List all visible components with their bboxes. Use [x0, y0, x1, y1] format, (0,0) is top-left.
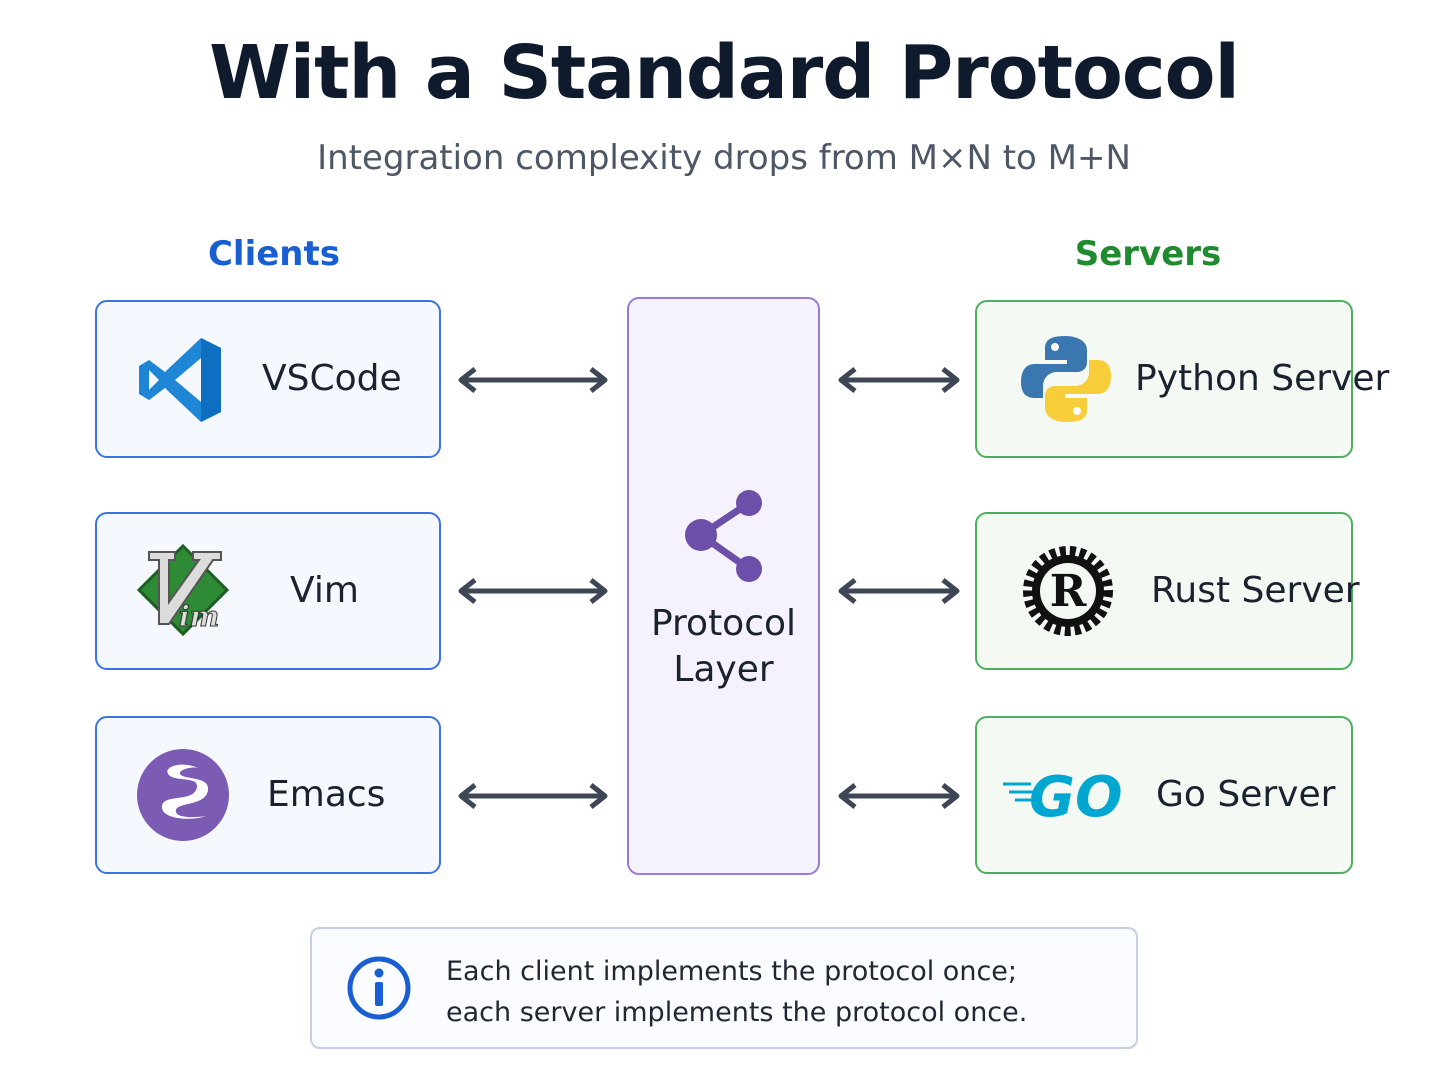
share-icon — [681, 487, 767, 587]
protocol-layer: Protocol Layer — [627, 297, 820, 875]
protocol-label: Protocol Layer — [629, 601, 818, 693]
info-note-line1: Each client implements the protocol once… — [446, 956, 1017, 987]
svg-text:R: R — [1050, 566, 1087, 617]
server-card-go: GO Go Server — [975, 716, 1353, 874]
arrow-client-vscode — [458, 367, 608, 393]
page-subtitle: Integration complexity drops from M×N to… — [317, 138, 1131, 178]
client-label-vim: Vim — [290, 570, 359, 611]
python-icon — [1019, 332, 1113, 430]
page-title: With a Standard Protocol — [209, 30, 1240, 116]
arrow-client-vim — [458, 578, 608, 604]
arrow-server-python — [838, 367, 960, 393]
servers-heading: Servers — [1074, 234, 1222, 274]
protocol-label-line1: Protocol — [650, 603, 797, 644]
server-card-python: Python Server — [975, 300, 1389, 458]
svg-text:im: im — [179, 600, 219, 633]
client-label-emacs: Emacs — [267, 774, 386, 815]
vscode-icon — [135, 334, 227, 430]
client-card-vscode: VSCode — [95, 300, 441, 458]
server-label-go: Go Server — [1156, 774, 1336, 815]
client-card-emacs: Emacs — [95, 716, 441, 874]
arrow-client-emacs — [458, 783, 608, 809]
server-label-rust: Rust Server — [1151, 570, 1360, 611]
info-note-line2: each server implements the protocol once… — [446, 997, 1028, 1028]
protocol-label-line2: Layer — [673, 649, 774, 690]
emacs-icon — [136, 746, 232, 846]
clients-heading: Clients — [207, 234, 340, 274]
svg-text:GO: GO — [1029, 765, 1123, 826]
rust-icon: R — [1021, 544, 1115, 642]
go-icon: GO — [1001, 764, 1129, 830]
server-label-python: Python Server — [1135, 358, 1390, 399]
info-note: Each client implements the protocol once… — [310, 927, 1138, 1049]
info-note-text: Each client implements the protocol once… — [446, 951, 1027, 1033]
vim-icon: im — [135, 542, 231, 642]
client-label-vscode: VSCode — [262, 358, 402, 399]
arrow-server-rust — [838, 578, 960, 604]
info-icon — [346, 955, 412, 1025]
server-card-rust: R Rust Server — [975, 512, 1360, 670]
arrow-server-go — [838, 783, 960, 809]
client-card-vim: im Vim — [95, 512, 441, 670]
